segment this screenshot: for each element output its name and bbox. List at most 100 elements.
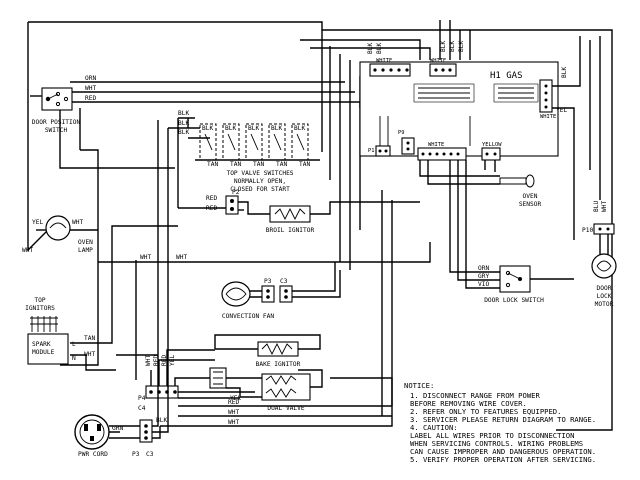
notice-block: NOTICE: 1. DISCONNECT RANGE FROM POWER B…: [404, 381, 596, 464]
dls-orn: ORN: [478, 265, 489, 272]
top-ignitors-label-2: IGNITORS: [25, 305, 55, 312]
dual-valve-label: DUAL VALVE: [267, 405, 305, 412]
door-lock-switch-label: DOOR LOCK SWITCH: [484, 297, 544, 304]
ctrl-top-white: WHITE: [376, 58, 392, 64]
notice-line-3: 2. REFER ONLY TO FEATURES EQUIPPED.: [410, 407, 561, 416]
oven-lamp-wht: WHT: [72, 219, 83, 226]
wire-red-label-1: RED: [85, 95, 96, 102]
spark-tan: TAN: [84, 335, 95, 342]
p4-red-a: RED: [153, 355, 160, 366]
oven-lamp-label-1: OVEN: [78, 239, 93, 246]
door-lock-motor-label-2: LOCK: [597, 293, 612, 300]
ctrl-blk-3: BLK: [440, 41, 447, 52]
notice-line-6: LABEL ALL WIRES PRIOR TO DISCONNECTION: [410, 431, 574, 440]
top-valve-switches: BLK BLK BLK BLK BLK BLK BLK BLK TAN TAN …: [178, 110, 320, 193]
notice-line-4: 3. SERVICER PLEASE RETURN DIAGRAM TO RAN…: [410, 415, 596, 424]
oven-sensor-label-1: OVEN: [523, 193, 538, 200]
pwr-blk: BLK: [156, 417, 167, 424]
conv-p3: P3: [264, 278, 272, 285]
tvs-tan-4: TAN: [276, 161, 287, 168]
ctrl-p9: P9: [398, 130, 405, 136]
ctrl-right-blk: BLK: [561, 67, 568, 78]
tvs-top-blk-2: BLK: [225, 125, 236, 132]
main-control-board: H1 GAS WHITE WHITE P1 P9: [359, 36, 581, 240]
ctrl-yellow: YELLOW: [482, 142, 502, 148]
oven-sensor-label-2: SENSOR: [519, 201, 542, 208]
tvs-blk-2: BLK: [178, 120, 189, 127]
pwr-grn: GRN: [112, 425, 123, 432]
control-board-notes: [413, 83, 539, 103]
dls-vio: VIO: [478, 281, 489, 288]
oven-lamp-wht-2: WHT: [22, 247, 33, 254]
tvs-tan-5: TAN: [299, 161, 310, 168]
spark-wht: WHT: [84, 351, 95, 358]
door-position-switch: DOOR POSITION SWITCH ORN WHT RED: [32, 75, 97, 134]
pwr-p3: P3: [132, 451, 140, 458]
spark-module-group: TOP IGNITORS SPARK MODULE L N TAN WHT: [25, 297, 95, 365]
oven-lamp: YEL WHT WHT OVEN LAMP: [22, 215, 93, 254]
ctrl-white-bottom: WHITE: [428, 142, 444, 148]
dls-gry: GRY: [478, 273, 489, 280]
tvs-blk-1: BLK: [178, 110, 189, 117]
c4-label: C4: [138, 405, 146, 412]
door-lock-motor-label-1: DOOR: [597, 285, 612, 292]
conv-c3: C3: [280, 278, 288, 285]
notice-line-9: 5. VERIFY PROPER OPERATION AFTER SERVICI…: [410, 455, 596, 464]
convection-fan-label: CONVECTION FAN: [222, 313, 274, 320]
broil-ignitor-label: BROIL IGNITOR: [266, 227, 315, 234]
door-position-switch-label-1: DOOR POSITION: [32, 119, 81, 126]
power-cord-label: PWR CORD: [78, 451, 108, 458]
door-lock-motor-label-3: MOTOR: [595, 301, 614, 308]
ctrl-blk-5: BLK: [458, 41, 465, 52]
broil-red-1: RED: [206, 195, 217, 202]
dlm-blu: BLU: [593, 201, 600, 212]
tvs-tan-1: TAN: [207, 161, 218, 168]
oven-lamp-label-2: LAMP: [78, 247, 93, 254]
wire-orn-label-1: ORN: [85, 75, 96, 82]
bottom-wht-1: WHT: [228, 409, 239, 416]
wire-wht-label-1: WHT: [85, 85, 96, 92]
door-position-switch-label-2: SWITCH: [45, 127, 68, 134]
tvs-label-2: NORMALLY OPEN,: [234, 178, 286, 185]
ctrl-blk-1: BLK: [367, 43, 374, 54]
bottom-wht-2: WHT: [228, 419, 239, 426]
ctrl-blk-2: BLK: [376, 43, 383, 54]
pwr-c3: C3: [146, 451, 154, 458]
tvs-label-1: TOP VALVE SWITCHES: [226, 170, 293, 177]
oven-lamp-yel: YEL: [32, 219, 43, 226]
oven-sensor: OVEN SENSOR: [419, 160, 542, 208]
spark-module-label-1: SPARK: [32, 341, 51, 348]
tvs-top-blk-1: BLK: [202, 125, 213, 132]
bake-ignitor: BAKE IGNITOR: [214, 334, 321, 368]
door-lock-switch: ORN GRY VIO DOOR LOCK SWITCH: [449, 160, 574, 304]
wire-wht-mid-2: WHT: [176, 254, 187, 261]
ctrl-p1: P1: [368, 148, 375, 154]
notice-line-8: CAN CAUSE IMPROPER AND DANGEROUS OPERATI…: [410, 447, 596, 456]
dual-valve: YEL DUAL VALVE: [209, 367, 323, 412]
ctrl-right-white: WHITE: [540, 114, 556, 120]
broil-ignitor: RED RED P2 BROIL IGNITOR: [178, 189, 420, 234]
notice-line-5: 4. CAUTION:: [410, 423, 458, 432]
tvs-top-blk-4: BLK: [271, 125, 282, 132]
convection-fan: P3 C3 CONVECTION FAN: [221, 262, 341, 320]
broil-p2: P2: [232, 189, 240, 196]
tvs-tan-2: TAN: [230, 161, 241, 168]
control-title: H1 GAS: [490, 71, 523, 81]
tvs-label-3: CLOSED FOR START: [230, 186, 290, 193]
notice-line-7: WHEN SERVICING CONTROLS. WIRING PROBLEMS: [410, 439, 583, 448]
ctrl-right-yel: YEL: [556, 107, 567, 114]
top-ignitors-array: [30, 316, 58, 332]
spark-l: L: [72, 341, 76, 348]
tvs-blk-3: BLK: [178, 129, 189, 136]
dlm-wht: WHT: [601, 201, 608, 212]
spark-module-label-2: MODULE: [32, 349, 55, 356]
ctrl-top-white-2: WHITE: [430, 58, 446, 64]
power-cord: GRN BLK PWR CORD P3 C3: [74, 342, 169, 458]
tvs-top-blk-3: BLK: [248, 125, 259, 132]
bake-ignitor-label: BAKE IGNITOR: [256, 361, 301, 368]
tvs-top-blk-5: BLK: [294, 125, 305, 132]
top-ignitors-label-1: TOP: [34, 297, 45, 304]
tvs-tan-3: TAN: [253, 161, 264, 168]
notice-line-2: BEFORE REMOVING WIRE COVER.: [410, 399, 527, 408]
p4-label: P4: [138, 395, 146, 402]
